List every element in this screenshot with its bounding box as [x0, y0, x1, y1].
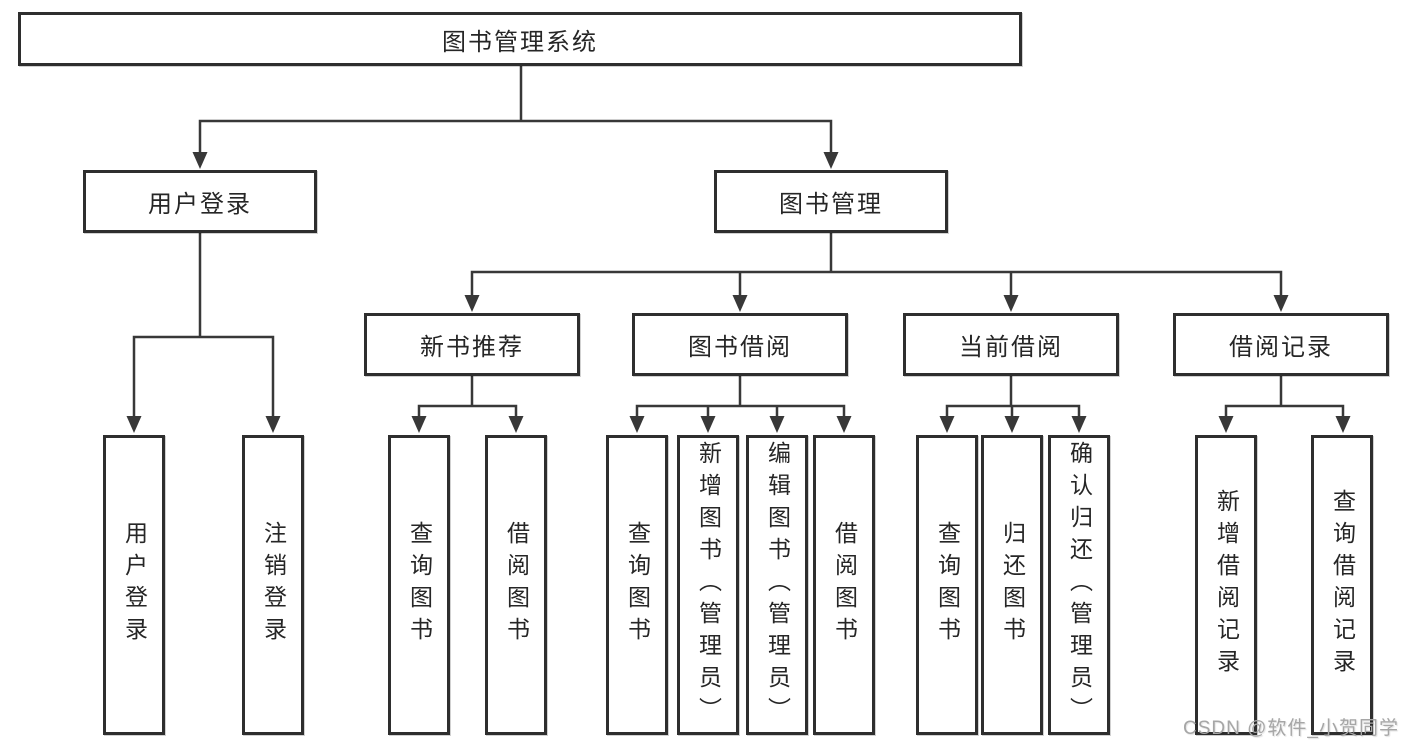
leaf-query-books-borrow: 查询图书 — [606, 435, 668, 735]
node-current-borrowing-label: 当前借阅 — [959, 334, 1063, 361]
leaf-query-books-borrow-label: 查询图书 — [624, 521, 651, 649]
leaf-borrow-books-recommend-label: 借阅图书 — [503, 521, 530, 649]
leaf-return-books: 归还图书 — [981, 435, 1043, 735]
node-borrowing-records-label: 借阅记录 — [1229, 334, 1333, 361]
leaf-edit-books-admin-label: 编辑图书（管理员） — [764, 441, 791, 729]
node-book-borrowing: 图书借阅 — [632, 313, 848, 376]
node-current-borrowing: 当前借阅 — [903, 313, 1119, 376]
leaf-query-borrow-record: 查询借阅记录 — [1311, 435, 1373, 735]
leaf-logout-label: 注销登录 — [260, 521, 287, 649]
leaf-add-books-admin-label: 新增图书（管理员） — [695, 441, 722, 729]
leaf-add-borrow-record-label: 新增借阅记录 — [1213, 489, 1240, 681]
leaf-add-books-admin: 新增图书（管理员） — [677, 435, 739, 735]
leaf-query-books-current: 查询图书 — [916, 435, 978, 735]
leaf-user-login-label: 用户登录 — [121, 521, 148, 649]
node-new-book-recommendation: 新书推荐 — [364, 313, 580, 376]
node-root-label: 图书管理系统 — [442, 28, 598, 56]
node-book-management-label: 图书管理 — [779, 191, 883, 218]
leaf-edit-books-admin: 编辑图书（管理员） — [746, 435, 808, 735]
leaf-query-books-recommend: 查询图书 — [388, 435, 450, 735]
node-book-borrowing-label: 图书借阅 — [688, 334, 792, 361]
leaf-confirm-return-admin-label: 确认归还（管理员） — [1066, 441, 1093, 729]
node-borrowing-records: 借阅记录 — [1173, 313, 1389, 376]
node-root: 图书管理系统 — [18, 12, 1022, 66]
leaf-borrow-books-label: 借阅图书 — [831, 521, 858, 649]
leaf-add-borrow-record: 新增借阅记录 — [1195, 435, 1257, 735]
leaf-query-books-current-label: 查询图书 — [934, 521, 961, 649]
node-book-management: 图书管理 — [714, 170, 948, 233]
leaf-query-books-recommend-label: 查询图书 — [406, 521, 433, 649]
node-new-book-recommendation-label: 新书推荐 — [420, 334, 524, 361]
leaf-logout: 注销登录 — [242, 435, 304, 735]
leaf-borrow-books: 借阅图书 — [813, 435, 875, 735]
leaf-confirm-return-admin: 确认归还（管理员） — [1048, 435, 1110, 735]
watermark: CSDN @软件_小贺同学 — [1183, 718, 1399, 739]
leaf-query-borrow-record-label: 查询借阅记录 — [1329, 489, 1356, 681]
node-user-login-label: 用户登录 — [148, 191, 252, 218]
leaf-return-books-label: 归还图书 — [999, 521, 1026, 649]
node-user-login: 用户登录 — [83, 170, 317, 233]
leaf-borrow-books-recommend: 借阅图书 — [485, 435, 547, 735]
leaf-user-login: 用户登录 — [103, 435, 165, 735]
